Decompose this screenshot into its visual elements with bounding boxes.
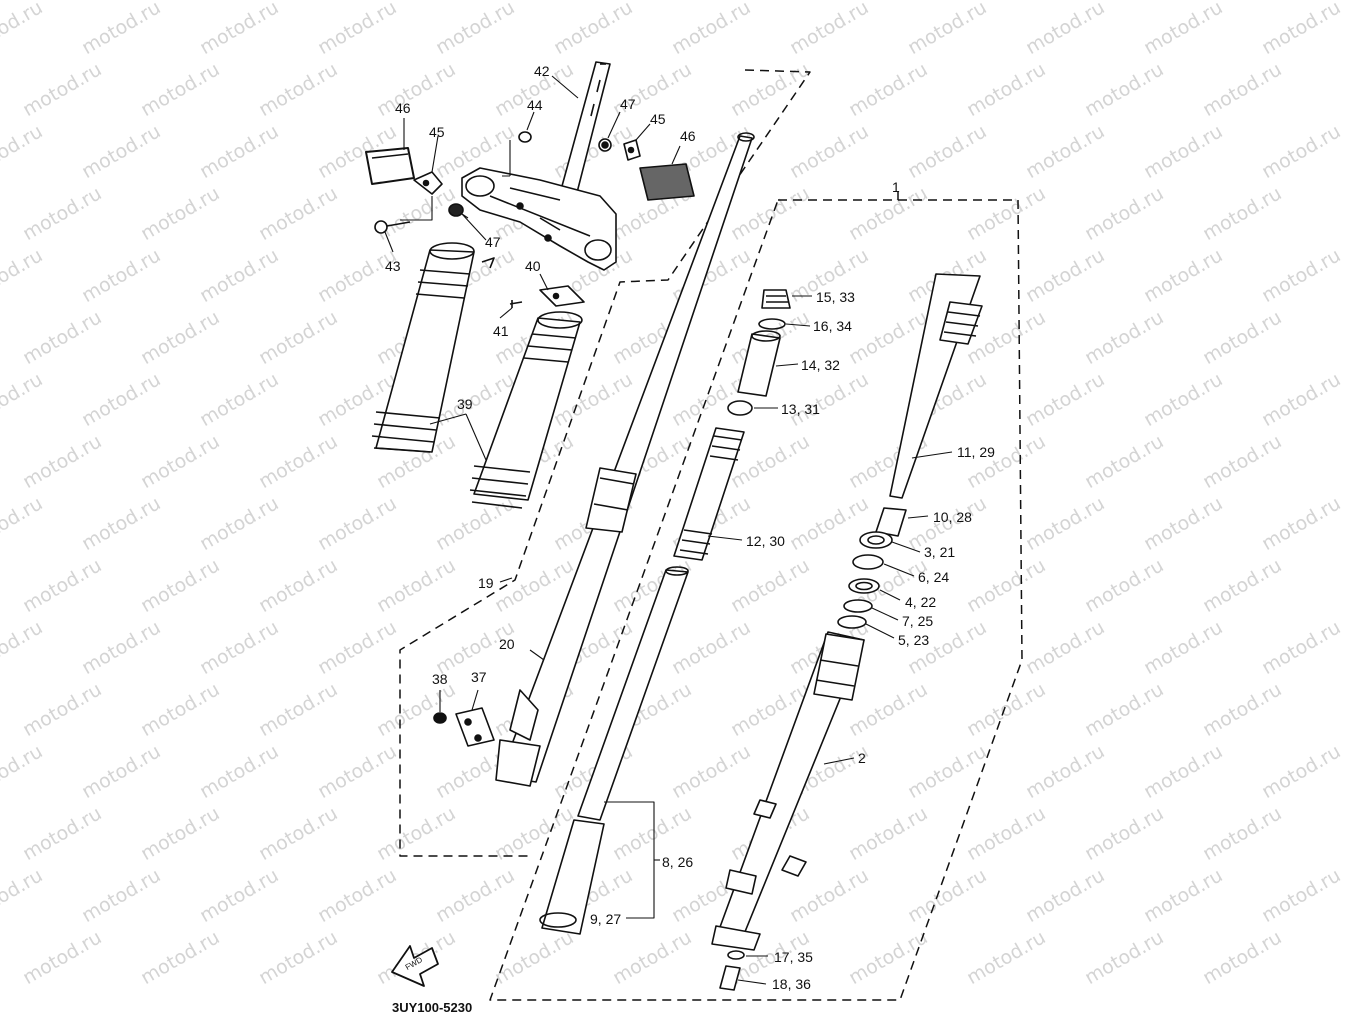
outer-tube-2	[711, 631, 865, 951]
callout-17-35: 17, 35	[774, 949, 813, 965]
callout-9-27: 9, 27	[590, 911, 622, 927]
boundary-fork-assembly-1	[489, 199, 1023, 1001]
piston-ring-10	[875, 507, 907, 537]
fork-spring-12	[673, 427, 745, 561]
callout-47-lower: 47	[485, 234, 501, 250]
washer-7	[843, 599, 873, 613]
fork-boot-39-left	[371, 242, 475, 453]
callout-37: 37	[471, 669, 487, 685]
callout-3-21: 3, 21	[924, 544, 956, 560]
leader-lines	[384, 75, 953, 985]
callout-45-left: 45	[429, 124, 445, 140]
callout-40: 40	[525, 258, 541, 274]
fwd-arrow-icon	[391, 945, 439, 987]
callout-8-26: 8, 26	[662, 854, 694, 870]
oil-seal-4	[848, 578, 880, 594]
collar-47-right	[598, 138, 612, 152]
boot-band	[481, 257, 495, 269]
assembly-boundaries	[399, 69, 1023, 1001]
callout-5-23: 5, 23	[898, 632, 930, 648]
callout-1: 1	[892, 179, 900, 195]
callout-15-33: 15, 33	[816, 289, 855, 305]
clip-6	[852, 554, 884, 570]
callout-46-left: 46	[395, 100, 411, 116]
inner-tube-11	[889, 273, 983, 499]
callout-19: 19	[478, 575, 494, 591]
callout-13-31: 13, 31	[781, 401, 820, 417]
callout-46-right: 46	[680, 128, 696, 144]
callout-20: 20	[499, 636, 515, 652]
guide-40	[539, 285, 585, 307]
bolt-38	[433, 712, 447, 724]
callout-39: 39	[457, 396, 473, 412]
cap-bolt-15	[761, 289, 791, 309]
o-ring-16	[758, 318, 786, 330]
clip-45-left	[413, 171, 443, 195]
callout-43: 43	[385, 258, 401, 274]
callout-4-22: 4, 22	[905, 594, 937, 610]
callout-42: 42	[534, 63, 550, 79]
outer-tube-20	[495, 132, 755, 787]
callout-44: 44	[527, 97, 543, 113]
spring-seat-13	[727, 400, 753, 416]
callout-16-34: 16, 34	[813, 318, 852, 334]
reflector-46-right	[639, 163, 695, 201]
caliper-bracket-37	[455, 707, 495, 747]
callout-7-25: 7, 25	[902, 613, 934, 629]
screw-41	[509, 300, 523, 308]
washer-44	[518, 131, 532, 143]
clip-45-right	[623, 139, 641, 161]
callout-14-32: 14, 32	[801, 357, 840, 373]
reflector-46-left	[365, 147, 415, 185]
guide-bush-5	[837, 615, 867, 629]
boundary-fork-assembly-19	[399, 69, 811, 857]
bolt-18	[719, 965, 741, 991]
callout-47-upper: 47	[620, 96, 636, 112]
callout-6-24: 6, 24	[918, 569, 950, 585]
gasket-17	[727, 950, 745, 960]
callout-38: 38	[432, 671, 448, 687]
bolt-43	[374, 220, 411, 234]
inner-tube-8	[539, 566, 689, 935]
under-bracket	[461, 167, 617, 271]
dust-seal-3	[859, 531, 893, 549]
fork-boot-39-right	[469, 311, 583, 509]
spacer-14	[737, 330, 781, 397]
drawing-code: 3UY100-5230	[392, 1000, 473, 1015]
callout-11-29: 11, 29	[957, 444, 995, 460]
callout-18-36: 18, 36	[772, 976, 811, 992]
callout-12-30: 12, 30	[746, 533, 785, 549]
callout-10-28: 10, 28	[933, 509, 972, 525]
callout-2: 2	[858, 750, 866, 766]
collar-47-left	[448, 203, 464, 217]
callout-45-right: 45	[650, 111, 666, 127]
callout-41: 41	[493, 323, 509, 339]
